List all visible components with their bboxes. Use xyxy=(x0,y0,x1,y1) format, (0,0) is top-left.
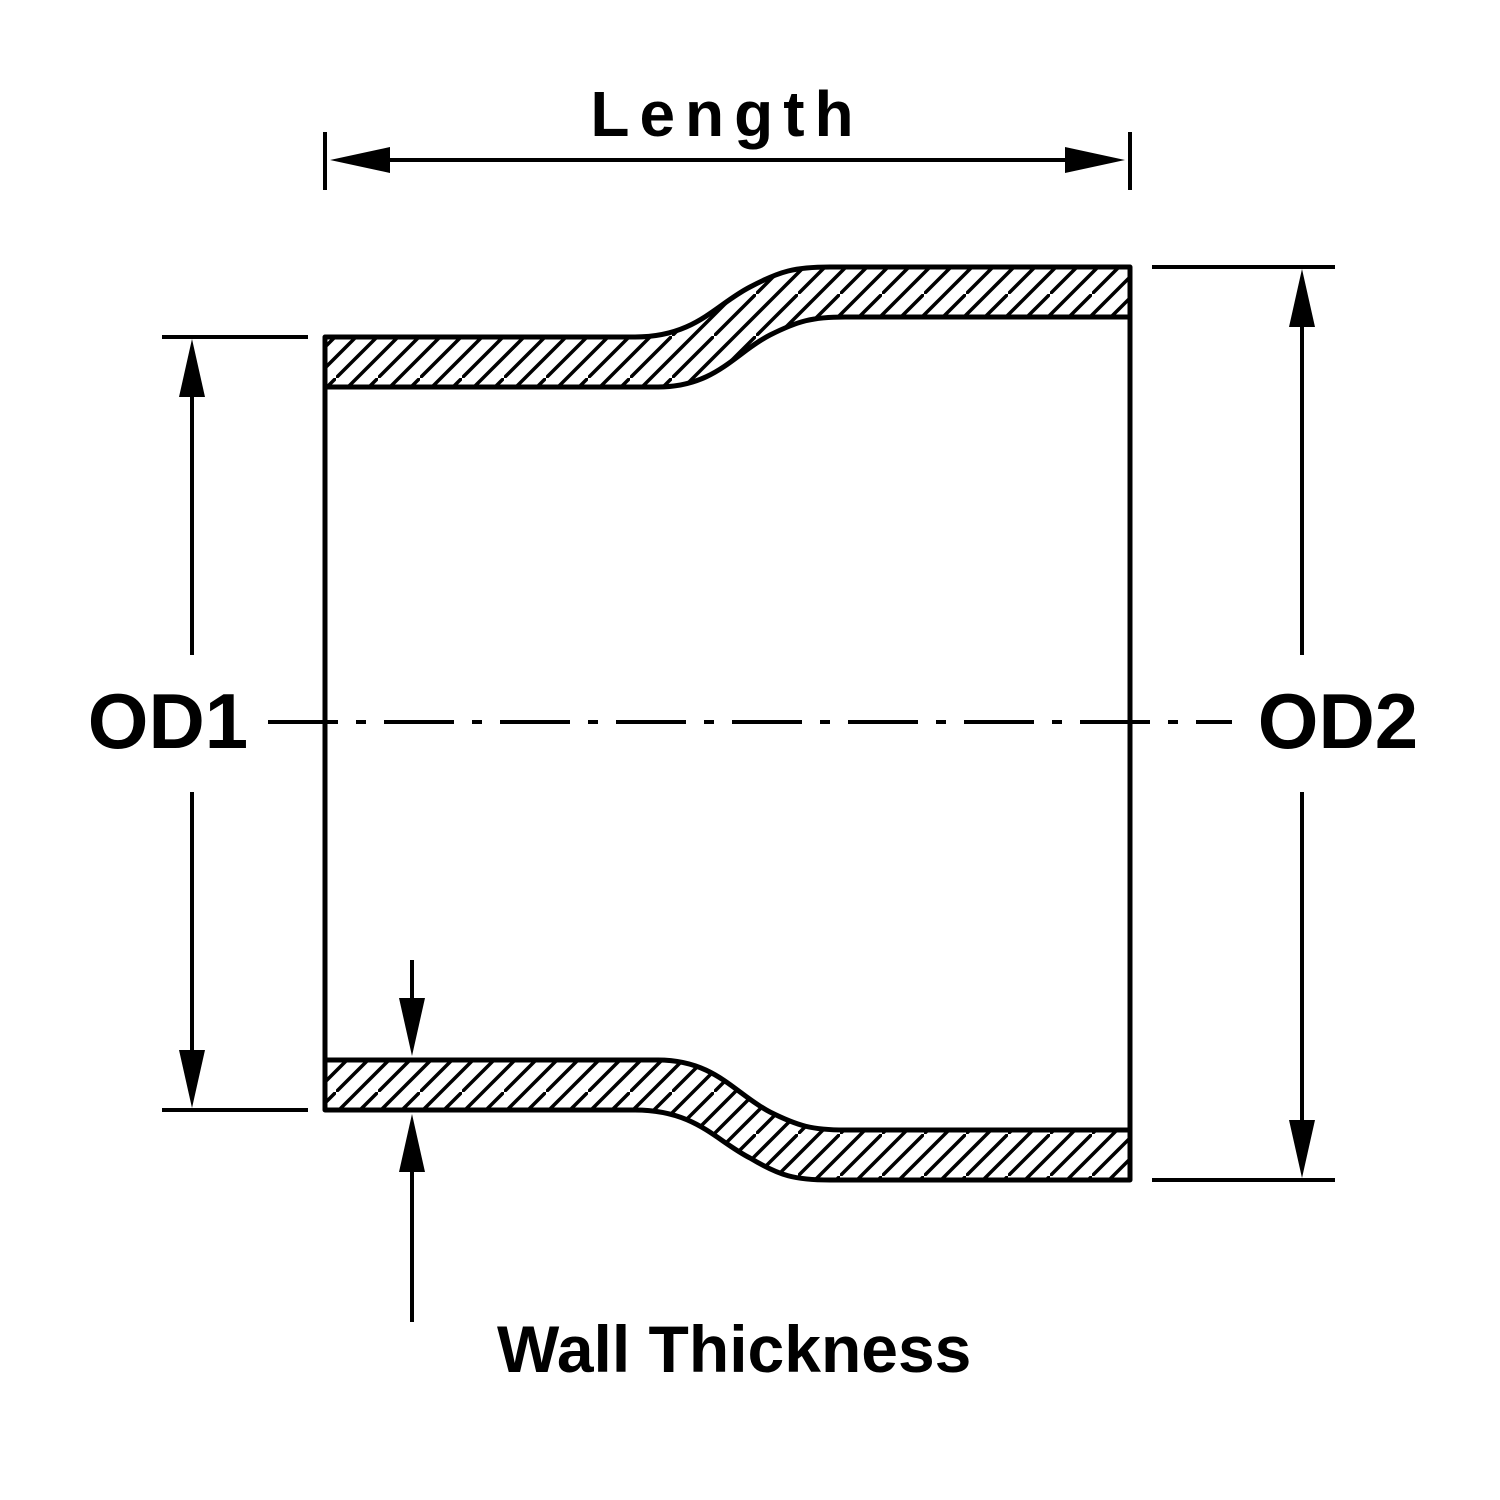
length-arrow-right xyxy=(1065,147,1125,173)
top-wall-section xyxy=(322,264,1133,390)
length-label: Length xyxy=(590,78,863,150)
od2-arrow-down xyxy=(1289,1120,1315,1178)
bottom-wall-section xyxy=(322,1057,1133,1183)
length-arrow-left xyxy=(330,147,390,173)
wall-thickness-arrow-down xyxy=(399,998,425,1056)
wall-thickness-arrow-up xyxy=(399,1114,425,1172)
od2-label: OD2 xyxy=(1258,677,1418,765)
od1-arrow-up xyxy=(179,339,205,397)
od2-arrow-up xyxy=(1289,269,1315,327)
wall-thickness-label: Wall Thickness xyxy=(497,1312,971,1386)
od1-arrow-down xyxy=(179,1050,205,1108)
od1-label: OD1 xyxy=(88,677,248,765)
